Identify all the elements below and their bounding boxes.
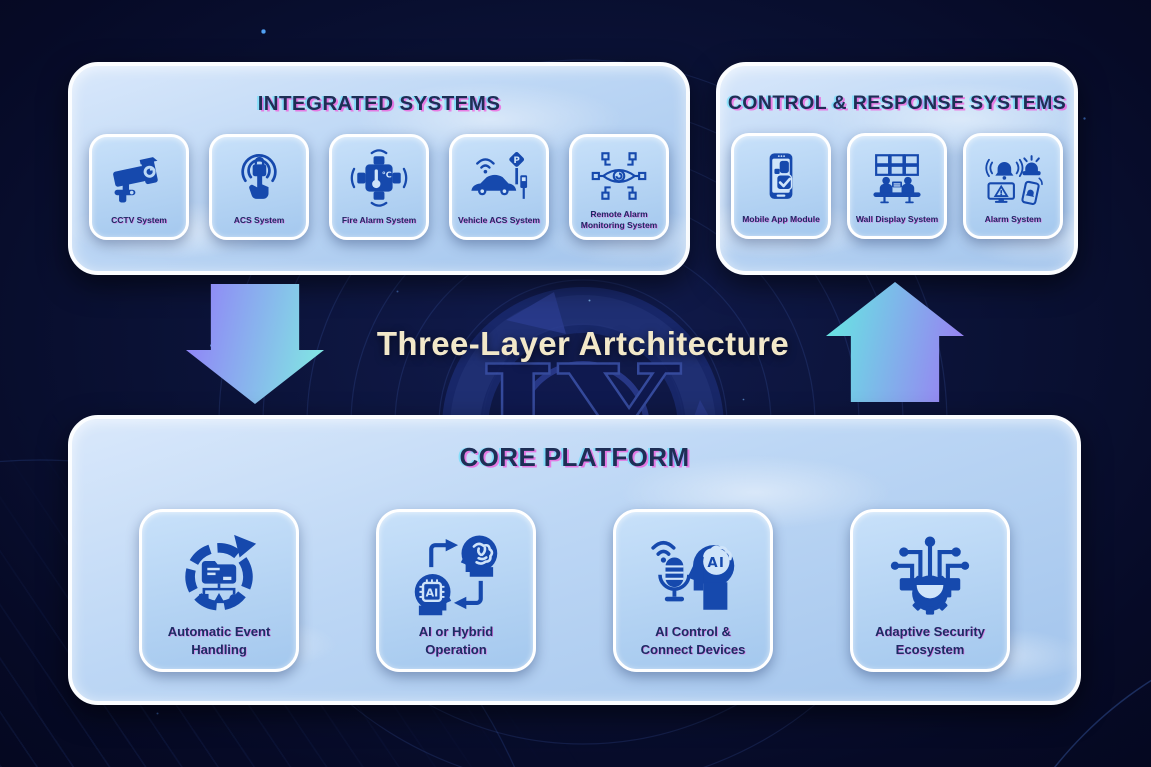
integrated-systems-title: INTEGRATED SYSTEMS — [257, 92, 501, 115]
control-response-systems-panel: CONTROL & RESPONSE SYSTEMS Mobile A — [716, 62, 1078, 275]
svg-text:AI: AI — [426, 586, 439, 599]
integrated-systems-cards: CCTV System ACS System — [72, 134, 686, 240]
card-label: Automatic Event Handling — [167, 624, 271, 657]
remote-monitoring-eye-icon — [590, 144, 648, 209]
card-label: AI Control & Connect Devices — [640, 624, 746, 657]
core-platform-title: CORE PLATFORM — [459, 442, 690, 472]
star-dots-decor — [0, 0, 3, 3]
card-automatic-event-handling: Automatic Event Handling — [139, 509, 299, 672]
control-response-cards: Mobile App Module — [720, 133, 1074, 239]
event-handling-cycle-icon — [173, 524, 265, 623]
cctv-camera-icon — [109, 144, 169, 211]
card-wall-display-system: Wall Display System — [847, 133, 947, 239]
ai-voice-control-icon: AI — [647, 524, 739, 623]
card-alarm-system: Alarm System — [963, 133, 1063, 239]
svg-text:°C: °C — [382, 169, 392, 179]
card-label: Vehicle ACS System — [458, 215, 540, 226]
card-acs-system: ACS System — [209, 134, 309, 240]
card-label: Mobile App Module — [742, 214, 820, 225]
ai-hybrid-exchange-icon: AI — [410, 524, 502, 623]
mobile-app-check-icon — [753, 143, 809, 210]
card-label: ACS System — [233, 215, 285, 226]
card-label: Adaptive Security Ecosystem — [875, 624, 985, 657]
card-label: Wall Display System — [855, 214, 939, 225]
card-fire-alarm-system: °C Fire Alarm System — [329, 134, 429, 240]
diagram-title: Three-Layer Artchitecture — [376, 325, 790, 362]
card-vehicle-acs-system: P Vehicle ACS System — [449, 134, 549, 240]
fire-alarm-sensor-icon: °C — [350, 144, 408, 211]
card-label: Remote Alarm Monitoring System — [580, 208, 658, 230]
alarm-devices-icon — [983, 143, 1043, 210]
card-adaptive-security-ecosystem: Adaptive Security Ecosystem — [850, 509, 1010, 672]
core-platform-panel: CORE PLATFORM — [68, 415, 1081, 705]
card-label: CCTV System — [111, 215, 167, 226]
svg-text:P: P — [514, 155, 520, 165]
adaptive-security-gear-icon — [884, 524, 976, 623]
card-ai-control-connect-devices: AI AI Control & Connect Devices — [613, 509, 773, 672]
access-control-touch-icon — [230, 144, 288, 211]
video-wall-operators-icon — [867, 143, 927, 210]
card-label: Alarm System — [984, 214, 1042, 225]
down-arrow-icon — [186, 284, 324, 404]
card-label: Fire Alarm System — [341, 215, 417, 226]
card-ai-or-hybrid-operation: AI AI or Hybrid Operation — [376, 509, 536, 672]
card-cctv-system: CCTV System — [89, 134, 189, 240]
control-response-title: CONTROL & RESPONSE SYSTEMS — [727, 92, 1067, 114]
vehicle-parking-access-icon: P — [468, 144, 530, 211]
card-remote-alarm-monitoring: Remote Alarm Monitoring System — [569, 134, 669, 240]
card-label: AI or Hybrid Operation — [418, 624, 494, 657]
svg-text:AI: AI — [708, 556, 726, 571]
core-platform-cards: Automatic Event Handling — [72, 509, 1077, 672]
up-arrow-icon — [826, 282, 964, 402]
integrated-systems-panel: INTEGRATED SYSTEMS — [68, 62, 690, 275]
card-mobile-app-module: Mobile App Module — [731, 133, 831, 239]
